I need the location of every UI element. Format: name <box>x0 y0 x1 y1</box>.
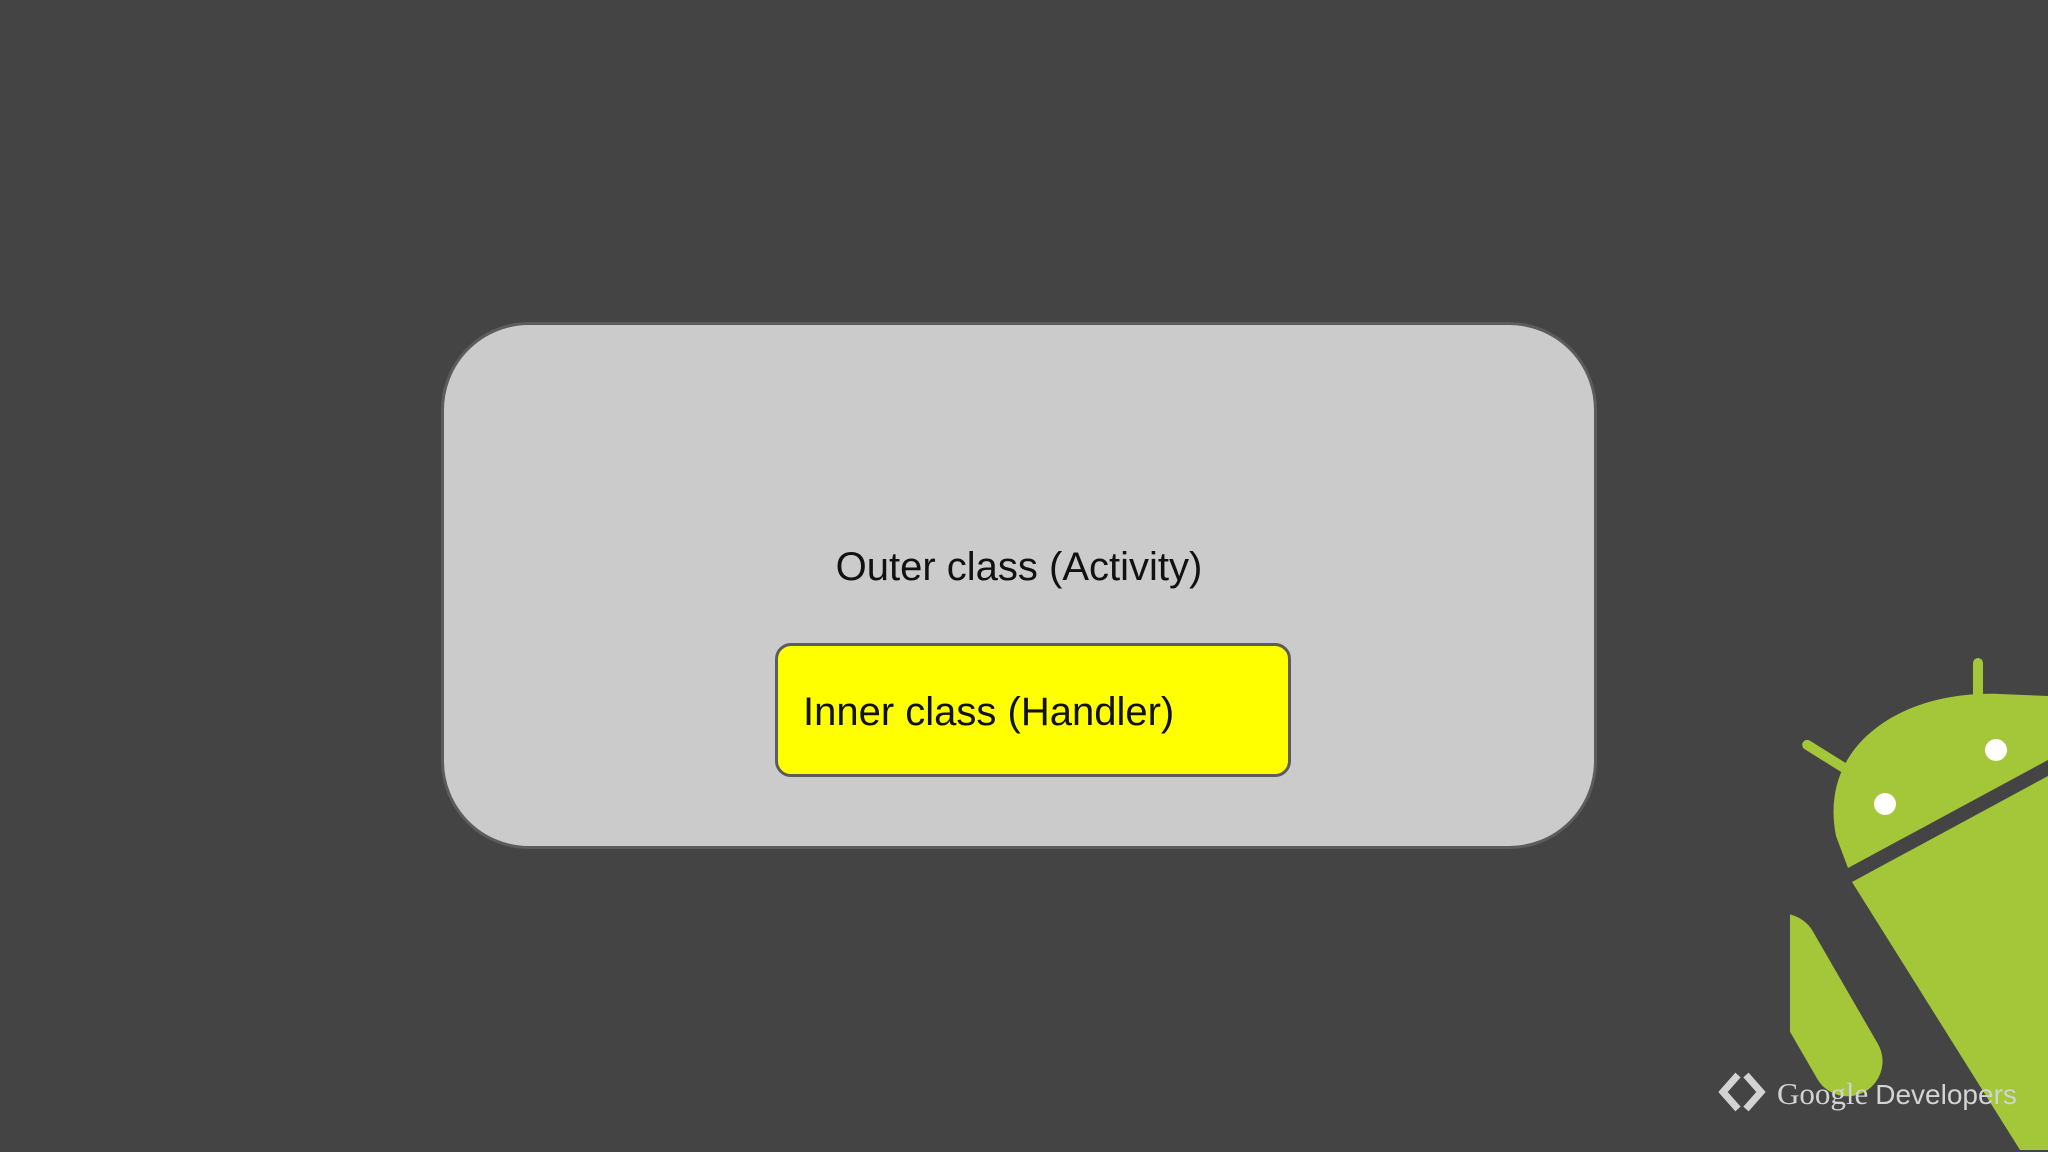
google-developers-logo-icon <box>1718 1072 1766 1112</box>
inner-class-box: Inner class (Handler) <box>775 643 1291 777</box>
developers-wordmark: Developers <box>1875 1079 2017 1110</box>
outer-class-label: Outer class (Activity) <box>835 545 1203 589</box>
inner-class-label: Inner class (Handler) <box>803 690 1175 734</box>
google-wordmark: Google <box>1777 1076 1869 1111</box>
android-robot-icon <box>1790 658 2048 1150</box>
